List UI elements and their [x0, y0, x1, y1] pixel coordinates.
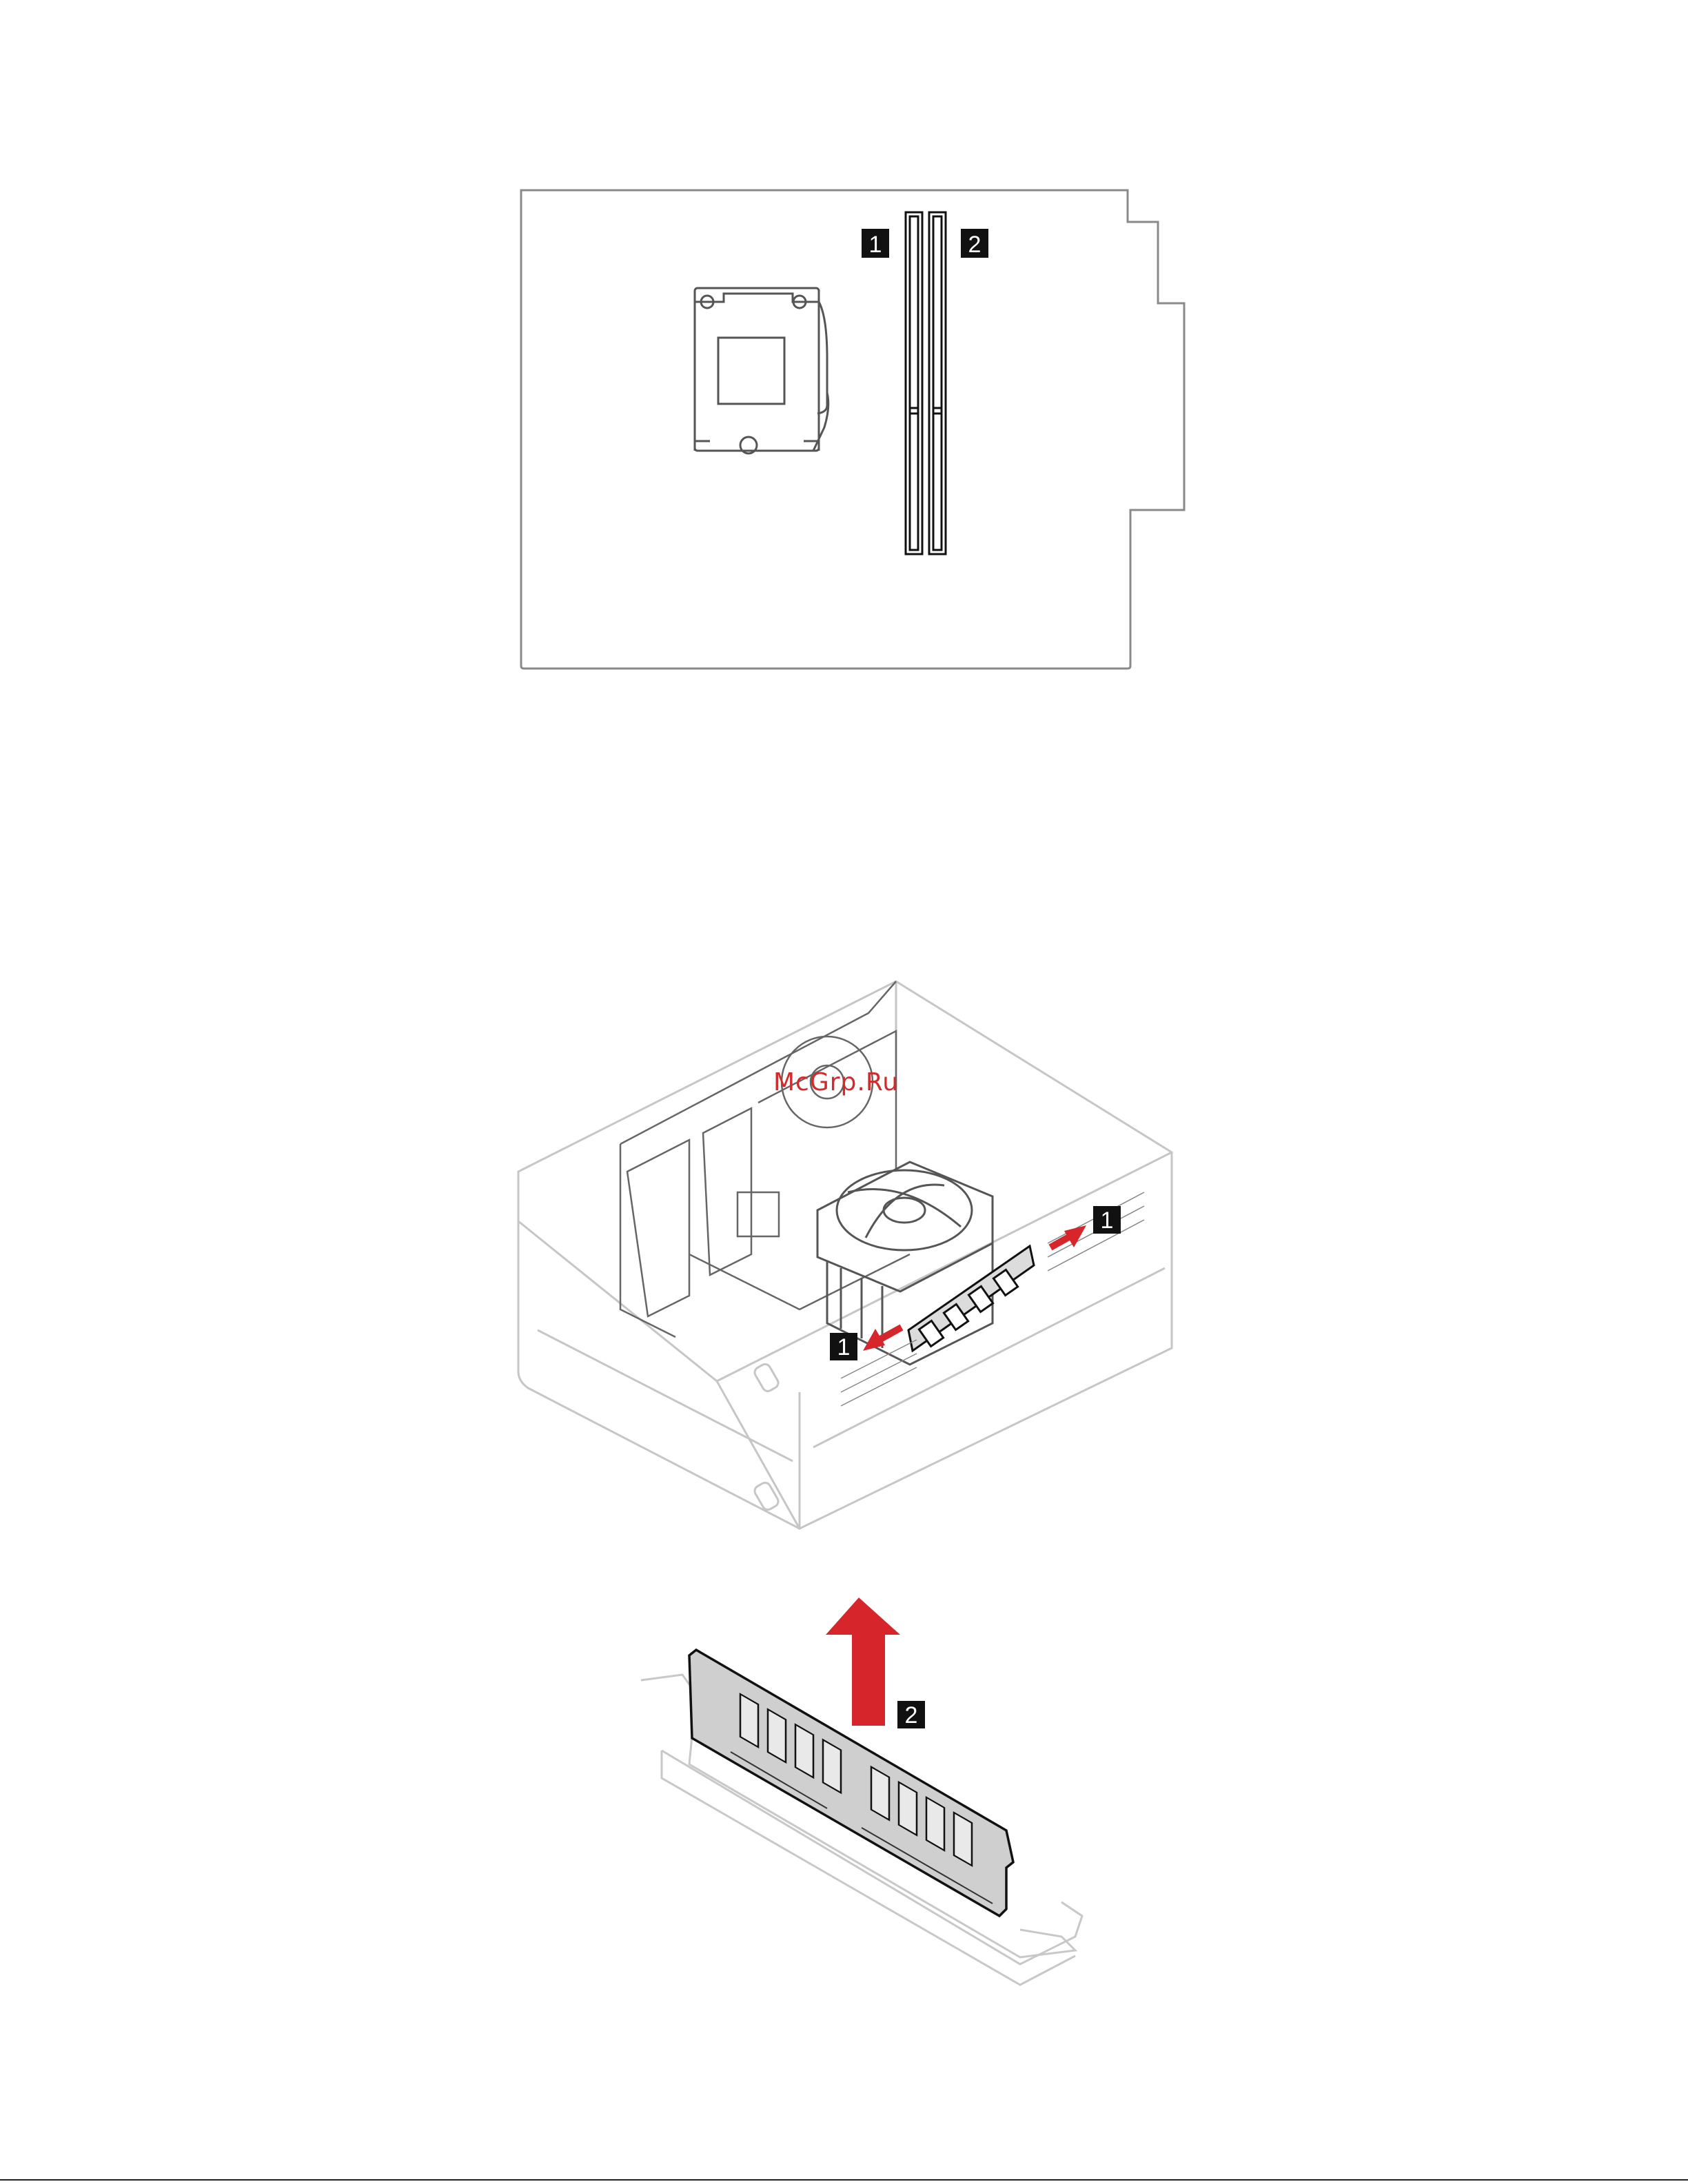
callout-label-right: 1 — [1101, 1207, 1114, 1234]
lift-arrow — [826, 1598, 900, 1726]
callout-label-bottom: 2 — [905, 1702, 918, 1728]
chassis-diagram: 1 1 — [0, 965, 1688, 1530]
cpu-socket — [695, 288, 828, 453]
memory-slot-1 — [906, 212, 922, 554]
chassis-interior — [620, 981, 910, 1337]
callout-badge-2: 2 — [961, 229, 988, 258]
installed-memory-module — [908, 1246, 1034, 1351]
footer-rule — [0, 2179, 1688, 2181]
callout-badge-left: 1 — [830, 1333, 857, 1360]
right-clip-arrow — [1050, 1225, 1086, 1247]
callout-badge-1: 1 — [862, 229, 889, 258]
memory-module — [689, 1650, 1013, 1916]
callout-label-2: 2 — [968, 232, 982, 258]
motherboard-outline — [521, 190, 1184, 669]
memory-slot-2 — [929, 212, 946, 554]
callout-badge-right: 1 — [1093, 1206, 1121, 1234]
callout-label-left: 1 — [837, 1334, 851, 1360]
memory-removal-diagram: 2 — [0, 1578, 1688, 1992]
callout-badge-bottom: 2 — [897, 1701, 925, 1728]
chassis-body — [518, 981, 1172, 1529]
callout-label-1: 1 — [869, 232, 882, 258]
motherboard-slot-diagram: 1 2 — [0, 179, 1688, 868]
watermark-text: McGrp.Ru — [773, 1068, 899, 1096]
